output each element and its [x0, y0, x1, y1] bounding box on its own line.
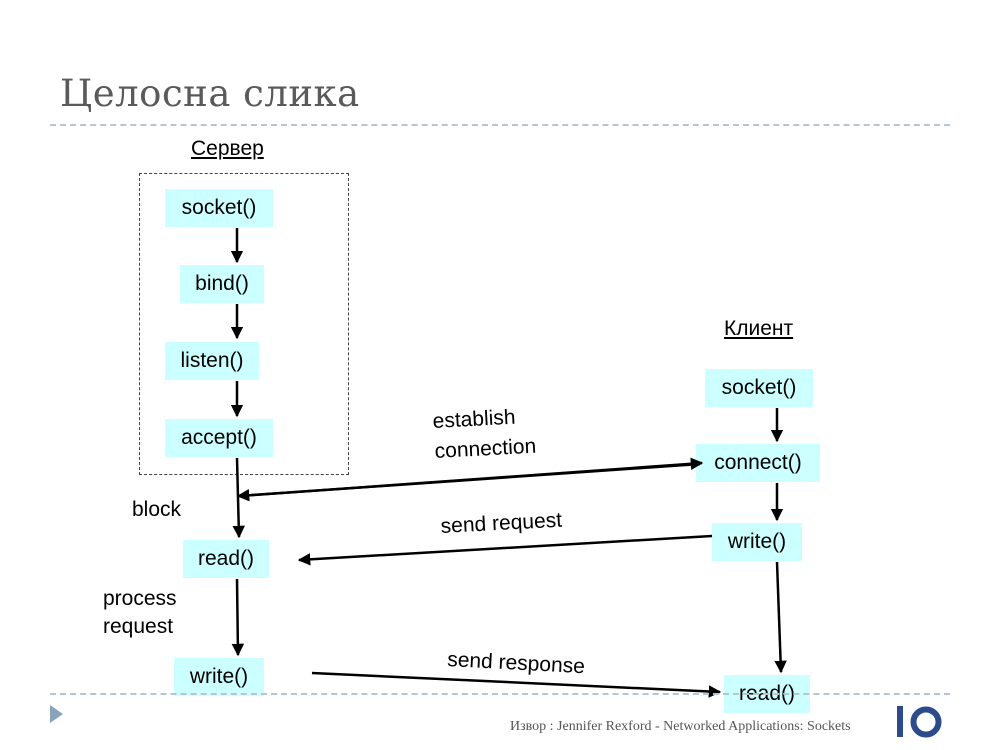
server-bind-box: bind() [180, 265, 264, 303]
footer-source: Извор : Jennifer Rexford - Networked App… [510, 719, 851, 734]
server-frame [139, 173, 349, 475]
client-write-box: write() [712, 523, 802, 561]
server-socket-box: socket() [165, 189, 273, 227]
arrow-write-to-read [774, 561, 787, 674]
arrow-send-request [297, 534, 713, 566]
server-listen-box: listen() [165, 342, 259, 380]
server-read-box: read() [183, 540, 269, 578]
arrow-read-to-write [231, 578, 245, 657]
title-divider [50, 124, 950, 126]
play-icon [50, 705, 63, 723]
process-label-line2: request [103, 615, 174, 638]
slide-title: Целосна слика [60, 72, 360, 115]
footer-divider [50, 693, 950, 695]
io-logo [897, 706, 942, 738]
server-accept-box: accept() [165, 419, 273, 457]
client-socket-box: socket() [705, 369, 813, 407]
arrow-accept-to-read [232, 457, 245, 539]
block-label: block [132, 498, 182, 521]
client-heading: Клиент [724, 317, 794, 340]
arrow-establish-connection-to-server [236, 462, 701, 502]
server-heading: Сервер [191, 137, 264, 160]
server-write-box: write() [174, 658, 264, 696]
arrow-send-response [311, 671, 722, 698]
client-connect-box: connect() [696, 444, 820, 482]
process-label-line1: process [103, 587, 177, 610]
